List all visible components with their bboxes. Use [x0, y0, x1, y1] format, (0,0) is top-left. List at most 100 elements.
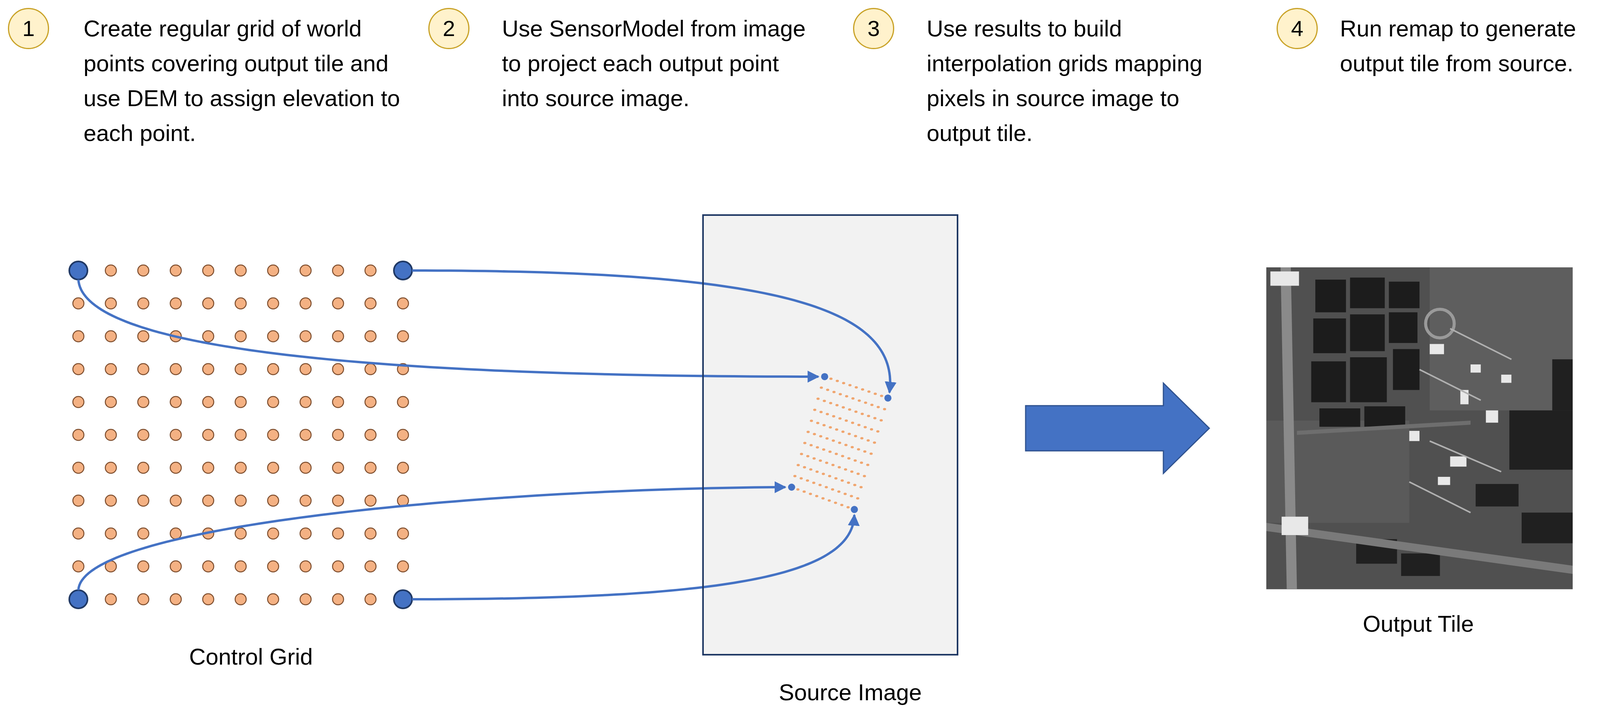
grid-point — [300, 527, 312, 539]
projected-point — [837, 465, 841, 469]
grid-point — [397, 429, 409, 441]
round-structure — [1425, 309, 1454, 338]
grid-point — [72, 330, 84, 342]
grid-point — [332, 330, 344, 342]
projected-point — [819, 386, 823, 389]
illustration-part — [1350, 357, 1388, 403]
grid-point — [170, 494, 182, 506]
projected-point — [796, 463, 800, 466]
grid-point — [72, 527, 84, 539]
projected-point — [863, 425, 867, 428]
projected-corner — [820, 372, 829, 381]
grid-point — [364, 593, 377, 605]
grid-point — [72, 560, 84, 572]
grid-point — [137, 330, 149, 342]
illustration-part — [1449, 328, 1512, 360]
projected-point — [822, 448, 826, 451]
grid-point — [332, 363, 344, 375]
road — [1266, 522, 1573, 574]
grid-point — [72, 297, 84, 309]
road — [1280, 267, 1297, 590]
projected-point — [840, 478, 844, 482]
block-arrow — [1025, 382, 1210, 474]
grid-point — [235, 264, 247, 276]
grid-point — [105, 494, 117, 506]
projected-point — [857, 399, 861, 402]
projected-point — [838, 392, 842, 396]
grid-point — [267, 461, 279, 474]
illustration-part — [1319, 408, 1361, 427]
buildings — [1270, 271, 1512, 535]
projected-point — [837, 490, 841, 493]
grid-point — [364, 461, 377, 474]
grid-point — [202, 396, 214, 408]
grid-point — [105, 527, 117, 539]
projected-point — [830, 488, 835, 491]
projected-point — [835, 403, 839, 407]
illustration-part — [1270, 271, 1299, 286]
site-lines — [1409, 328, 1512, 513]
grid-point — [137, 593, 149, 605]
grid-point — [267, 330, 279, 342]
projected-point — [850, 445, 854, 449]
grid-point — [72, 363, 84, 375]
grid-point — [202, 429, 214, 441]
illustration-part — [1485, 410, 1499, 423]
grid-point — [202, 264, 214, 276]
node-label: Output Tile — [1279, 606, 1557, 641]
projected-point — [854, 385, 858, 389]
corner-point — [393, 261, 413, 280]
projected-point — [812, 432, 816, 436]
grid-point — [300, 363, 312, 375]
grid-point — [137, 560, 149, 572]
grid-point — [332, 297, 344, 309]
grid-point — [364, 429, 377, 441]
dark-fields — [1311, 277, 1420, 427]
illustration-part — [1552, 359, 1573, 411]
corner-point — [393, 589, 413, 609]
grid-point — [235, 593, 247, 605]
grid-point — [170, 264, 182, 276]
projected-point — [856, 496, 860, 500]
projected-point — [821, 472, 825, 476]
projected-point — [841, 430, 845, 433]
grid-point — [202, 560, 214, 572]
projected-point — [873, 416, 877, 420]
grid-point — [137, 363, 149, 375]
projected-point — [806, 454, 810, 458]
projected-point — [873, 392, 877, 395]
projected-point — [883, 407, 887, 411]
grid-point — [332, 527, 344, 539]
projected-point — [809, 419, 814, 422]
grid-point — [105, 429, 117, 441]
step-circle: 2Use SensorModel from image to project e… — [428, 7, 470, 50]
projected-point — [809, 467, 813, 471]
projected-point — [866, 438, 870, 442]
grid-point — [397, 461, 409, 474]
grid-point — [72, 396, 84, 408]
projection-arrow — [78, 486, 786, 590]
step-description: Create regular grid of world points cove… — [83, 11, 405, 151]
grid-point — [105, 363, 117, 375]
illustration-part — [1419, 369, 1481, 400]
grid-point — [397, 330, 409, 342]
illustration-part — [1364, 406, 1406, 427]
illustration-part — [1501, 374, 1512, 383]
grid-point — [364, 363, 377, 375]
illustration-part — [1470, 364, 1481, 373]
step-circle: 3Use results to build interpolation grid… — [853, 7, 895, 50]
grid-point — [72, 429, 84, 441]
projected-point — [847, 432, 851, 436]
source-image: Source Image — [702, 214, 959, 656]
grid-point — [332, 396, 344, 408]
projected-point — [828, 425, 833, 429]
projected-point — [809, 443, 813, 447]
grid-point — [170, 396, 182, 408]
projected-point — [812, 481, 816, 484]
projected-point — [808, 492, 812, 495]
grid-point — [170, 297, 182, 309]
projected-point — [803, 441, 807, 444]
projected-point — [870, 403, 874, 406]
projected-point — [859, 485, 863, 489]
grid-point — [105, 461, 117, 474]
